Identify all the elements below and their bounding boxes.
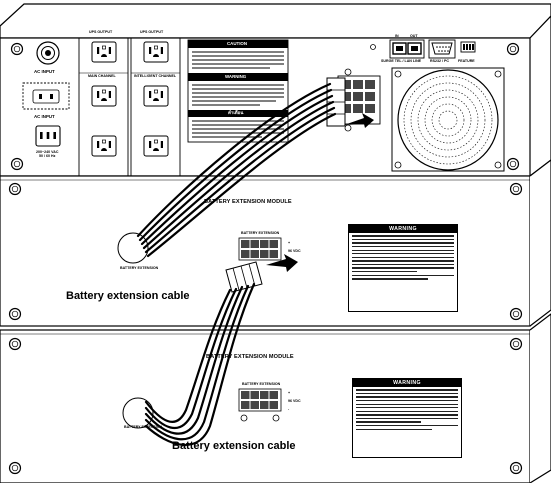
surge-line-label: SURGE TEL / LAN LINE [381, 59, 422, 63]
insert-arrow-icon [344, 113, 374, 128]
battery-module-2 [0, 313, 551, 483]
ups-outlet[interactable] [91, 135, 117, 157]
battery-extension-cable-lower [144, 282, 256, 446]
ups-unit [0, 3, 551, 177]
cooling-fan [391, 67, 505, 172]
screw-hole [509, 182, 523, 196]
plus-label: + [288, 241, 291, 245]
intelligent-channel-label: INTELLIGENT CHANNEL [134, 74, 177, 78]
ups-outlet[interactable] [143, 85, 169, 107]
module-warning-label: WARNING [352, 378, 462, 458]
thai-warning-label-title: คำเตือน [228, 110, 244, 115]
port-label: BATTERY EXTENSION [241, 231, 280, 235]
module-warning-label: WARNING [348, 224, 458, 312]
voltage-label: 200~240 VAC 50 / 60 Hz [36, 150, 59, 158]
voltage-label: 96 VDC [288, 399, 301, 403]
screw-hole [509, 337, 523, 351]
connector-label: BATTERY EXTENSION [124, 425, 163, 429]
ac-output-label: AC INPUT [34, 114, 55, 119]
screw-hole [509, 461, 523, 475]
warning-title: WARNING [353, 379, 461, 387]
feature-dip-switch[interactable] [460, 41, 476, 53]
battery-extension-port[interactable] [238, 237, 282, 261]
screw-hole [506, 42, 520, 56]
in-label: IN [395, 34, 399, 38]
screw-hole [8, 337, 22, 351]
warning-label-title: WARNING [225, 74, 247, 79]
screw-hole [8, 307, 22, 321]
screw-hole [8, 461, 22, 475]
ups-outlet[interactable] [143, 135, 169, 157]
circuit-breaker[interactable] [36, 41, 60, 65]
main-channel-label: MAIN CHANNEL [88, 74, 116, 78]
indicator-led [370, 44, 376, 50]
screw-hole [10, 42, 24, 56]
battery-extension-connector[interactable] [122, 397, 154, 429]
plus-label: + [288, 391, 291, 395]
ac-output-receptacle[interactable] [22, 82, 70, 110]
rs232-label: RS232 / PC [430, 59, 449, 63]
ac-input-label: AC INPUT [34, 69, 55, 74]
warning-title: WARNING [349, 225, 457, 233]
ups-output-label-left: UPS OUTPUT [89, 30, 113, 34]
ups-outlet[interactable] [91, 41, 117, 63]
module-title: BATTERY EXTENSION MODULE [206, 354, 294, 360]
ups-outlet[interactable] [91, 85, 117, 107]
out-label: OUT [410, 34, 418, 38]
module-title: BATTERY EXTENSION MODULE [204, 199, 292, 205]
caution-label-title: CAUTION [227, 41, 248, 46]
port-label: BATTERY EXTENSION [242, 382, 281, 386]
screw-hole [10, 157, 24, 171]
minus-label: - [288, 257, 290, 261]
screw-hole [506, 157, 520, 171]
cable-label: Battery extension cable [66, 290, 190, 302]
rs232-port[interactable] [428, 39, 456, 59]
ac-input-socket[interactable] [35, 125, 61, 147]
surge-rj-ports[interactable] [389, 39, 425, 59]
voltage-label: 96 VDC [288, 249, 301, 253]
connector-label: BATTERY EXTENSION [120, 266, 159, 270]
feature-label: FEATURE [458, 59, 475, 63]
insert-arrow-icon [266, 254, 298, 272]
screw-hole [509, 307, 523, 321]
ups-outlet[interactable] [143, 41, 169, 63]
cable-label: Battery extension cable [172, 440, 296, 452]
screw-hole [8, 182, 22, 196]
battery-extension-port[interactable] [238, 388, 282, 422]
battery-extension-cable-upper [136, 82, 337, 258]
minus-label: - [288, 407, 290, 411]
battery-extension-connector[interactable] [117, 232, 149, 264]
ups-output-label-right: UPS OUTPUT [140, 30, 164, 34]
ups-warning-labels [187, 39, 289, 143]
